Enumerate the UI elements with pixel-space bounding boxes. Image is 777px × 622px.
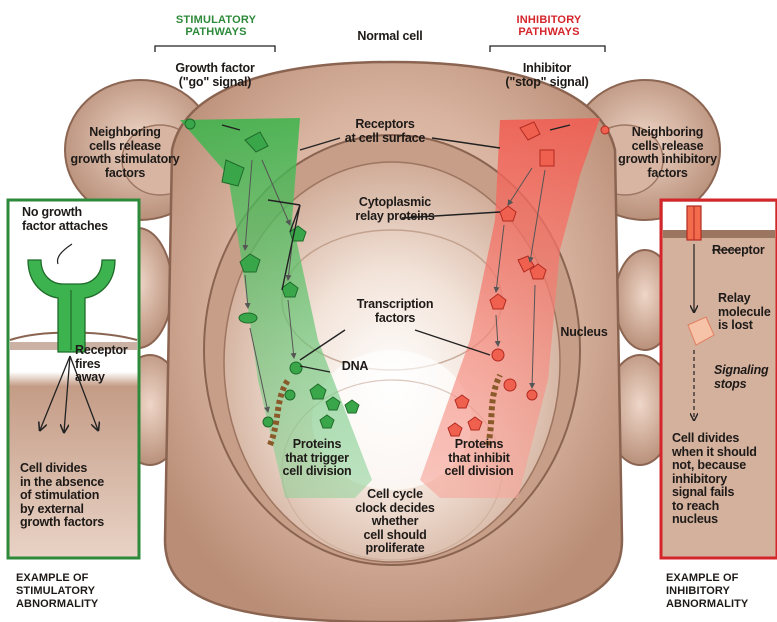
- normal-cell-label: Normal cell: [330, 30, 450, 44]
- receptor-fires-label: Receptor fires away: [75, 344, 137, 385]
- dna-label: DNA: [330, 360, 380, 374]
- growth-factor-label: Growth factor ("go" signal): [150, 62, 280, 89]
- stimulatory-caption: EXAMPLE OF STIMULATORY ABNORMALITY: [16, 572, 136, 611]
- inhibitory-header: INHIBITORY PATHWAYS: [499, 14, 599, 38]
- neighbor-inhibitory-label: Neighboring cells release growth inhibit…: [600, 126, 735, 180]
- no-growth-factor-label: No growth factor attaches: [22, 206, 137, 233]
- signaling-stops-label: Signaling stops: [714, 364, 776, 391]
- proteins-trigger-label: Proteins that trigger cell division: [262, 438, 372, 479]
- left-panel-divides-label: Cell divides in the absence of stimulati…: [20, 462, 138, 530]
- stimulatory-header: STIMULATORY PATHWAYS: [166, 14, 266, 38]
- relay-proteins-label: Cytoplasmic relay proteins: [325, 196, 465, 223]
- inhibitor-label: Inhibitor ("stop" signal): [482, 62, 612, 89]
- cell-cycle-label: Cell cycle clock decides whether cell sh…: [340, 488, 450, 556]
- transcription-factors-label: Transcription factors: [330, 298, 460, 325]
- right-panel-divides-label: Cell divides when it should not, because…: [672, 432, 776, 527]
- proteins-inhibit-label: Proteins that inhibit cell division: [424, 438, 534, 479]
- right-receptor-label: Receptor: [712, 244, 776, 258]
- neighbor-stimulatory-label: Neighboring cells release growth stimula…: [60, 126, 190, 180]
- header-brackets: [155, 46, 605, 52]
- nucleus-label: Nucleus: [554, 326, 614, 340]
- inhibitory-caption: EXAMPLE OF INHIBITORY ABNORMALITY: [666, 572, 776, 611]
- receptors-label: Receptors at cell surface: [320, 118, 450, 145]
- relay-lost-label: Relay molecule is lost: [718, 292, 776, 333]
